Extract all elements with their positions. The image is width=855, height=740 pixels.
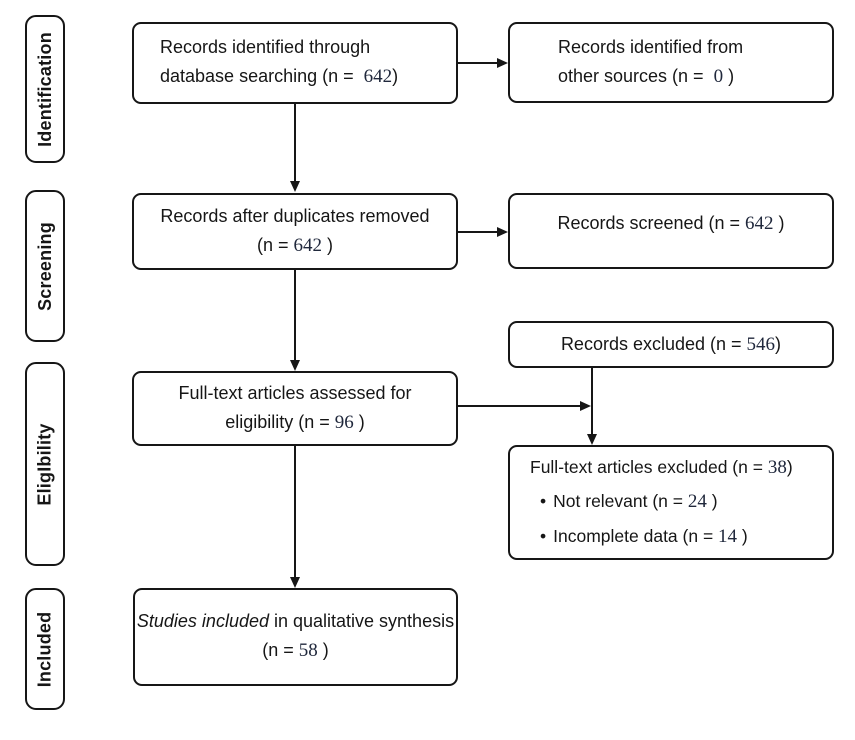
box-text: database searching (n = <box>160 66 364 87</box>
box-text-line: Records identified through <box>160 34 370 62</box>
stage-label-screening-text: Screening <box>34 221 55 311</box>
bullet-icon: • <box>540 491 547 512</box>
stage-label-identification-text: Identification <box>34 31 55 147</box>
box-studies-included-qualitative-synthesis: Studies included in qualitative synthesi… <box>133 588 458 686</box>
box-text-line: other sources (n = 0 ) <box>558 62 734 91</box>
box-records-identified-other-sources: Records identified from other sources (n… <box>508 22 834 103</box>
box-text: Records after duplicates removed <box>160 205 430 226</box>
box-text-line: Records identified from <box>558 34 743 62</box>
count-value: 58 <box>298 640 318 662</box>
count-value: 642 <box>293 234 323 256</box>
box-text: Not relevant (n = <box>553 491 688 512</box>
stage-label-included: Included <box>25 588 65 710</box>
box-text: ) <box>737 525 748 546</box>
box-records-screened: Records screened (n = 642 ) <box>508 193 834 269</box>
stage-label-eligibility: EligIbility <box>25 362 65 566</box>
box-text: ) <box>322 234 334 255</box>
box-text: ) <box>773 213 785 234</box>
box-text-line: (n = 642 ) <box>257 231 333 260</box>
box-text-line: Records excluded (n = 546) <box>561 330 781 359</box>
box-text: ) <box>786 457 793 478</box>
box-text: other sources (n = <box>558 65 714 86</box>
count-value: 14 <box>718 525 738 547</box>
stage-label-included-text: Included <box>34 611 55 687</box>
count-value: 24 <box>687 491 707 513</box>
stage-label-screening: Screening <box>25 190 65 342</box>
box-text: Records screened (n = <box>557 213 746 234</box>
box-records-identified-database: Records identified through database sear… <box>132 22 458 104</box>
box-text-line: eligibility (n = 96 ) <box>225 408 365 437</box>
box-text-line: Records after duplicates removed <box>160 203 429 231</box>
box-text-line: Full-text articles excluded (n = 38) <box>530 451 793 485</box>
stage-label-eligibility-text: EligIbility <box>34 422 55 506</box>
count-value: 546 <box>746 333 776 355</box>
box-text-line: Studies included in qualitative synthesi… <box>137 608 454 636</box>
box-text: ) <box>706 491 718 512</box>
count-value: 0 <box>713 65 724 87</box>
stage-label-identification: Identification <box>25 15 65 163</box>
count-value: 38 <box>767 457 787 479</box>
exclusion-reason-item: • Incomplete data (n = 14 ) <box>540 520 748 554</box>
box-text-line: (n = 58 ) <box>262 636 329 665</box>
box-text: in qualitative synthesis <box>268 611 455 632</box>
exclusion-reason-item: • Not relevant (n = 24 ) <box>540 485 718 519</box>
box-text: Full-text articles assessed for <box>178 382 412 403</box>
box-text: ) <box>392 66 399 87</box>
box-text-line: database searching (n = 642) <box>160 62 398 91</box>
count-value: 642 <box>745 213 774 235</box>
box-text: Records excluded (n = <box>560 333 747 354</box>
box-text: ) <box>317 640 329 661</box>
box-fulltext-articles-assessed: Full-text articles assessed for eligibil… <box>132 371 458 446</box>
box-text: Full-text articles excluded (n = <box>530 457 768 478</box>
box-text: (n = <box>262 640 299 661</box>
count-value: 96 <box>334 411 354 433</box>
box-records-after-duplicates-removed: Records after duplicates removed (n = 64… <box>132 193 458 270</box>
box-text: Incomplete data (n = <box>553 525 719 546</box>
bullet-icon: • <box>540 525 547 546</box>
box-text-line: Full-text articles assessed for <box>178 380 411 408</box>
box-text: ) <box>353 411 365 432</box>
box-text: ) <box>723 65 735 86</box>
box-text: Records identified through <box>160 37 371 58</box>
box-text-line: Records screened (n = 642 ) <box>557 209 784 238</box>
count-value: 642 <box>363 66 393 88</box>
box-text: (n = <box>256 234 294 255</box>
box-fulltext-articles-excluded: Full-text articles excluded (n = 38) • No… <box>508 445 834 560</box>
box-records-excluded: Records excluded (n = 546) <box>508 321 834 368</box>
box-text: Records identified from <box>558 36 744 57</box>
box-text: eligibility (n = <box>225 411 335 432</box>
box-text-italic: Studies included <box>136 611 269 632</box>
box-text: ) <box>775 333 782 354</box>
